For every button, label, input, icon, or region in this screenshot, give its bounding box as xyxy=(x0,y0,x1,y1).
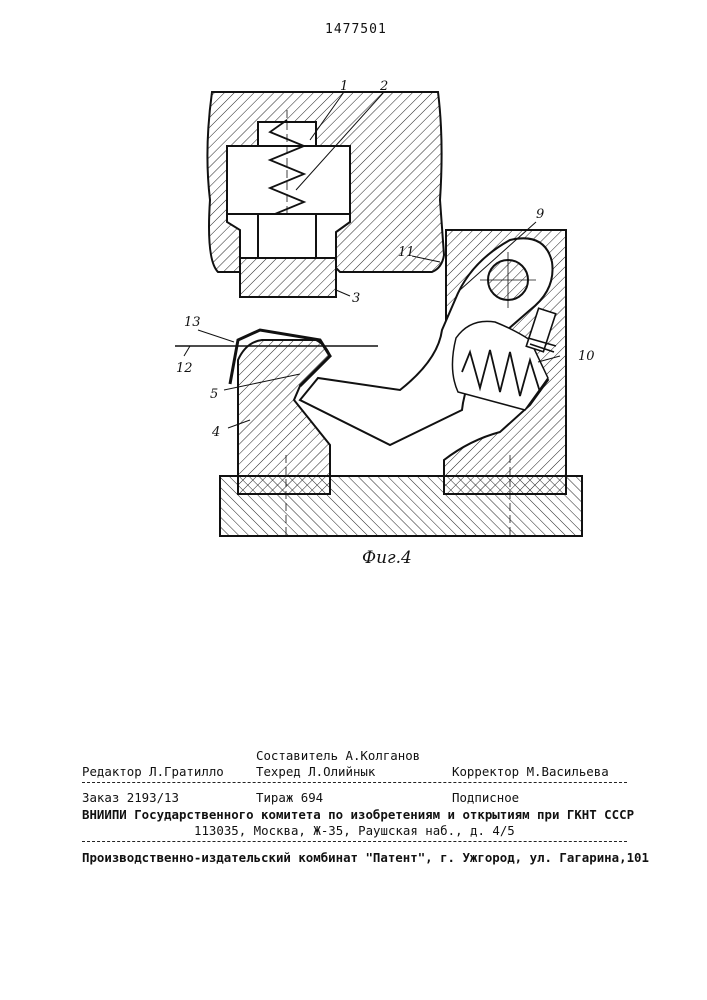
label-5: 5 xyxy=(210,387,218,402)
label-9: 9 xyxy=(536,207,544,222)
label-11: 11 xyxy=(398,245,415,260)
address: 113035, Москва, Ж-35, Раушская наб., д. … xyxy=(194,823,515,838)
technical-drawing: 1 2 3 4 5 9 10 11 12 13 xyxy=(0,0,707,600)
imprint-rule-1 xyxy=(82,782,627,783)
order-number: Заказ 2193/13 xyxy=(82,790,179,805)
label-12: 12 xyxy=(176,361,193,376)
compiler: Составитель А.Колганов xyxy=(256,748,420,763)
figure-caption: Фиг.4 xyxy=(362,548,412,568)
label-3: 3 xyxy=(352,291,360,306)
label-13: 13 xyxy=(184,315,201,330)
editor: Редактор Л.Гратилло xyxy=(82,764,224,779)
organization: ВНИИПИ Государственного комитета по изоб… xyxy=(82,807,634,822)
subscription: Подписное xyxy=(452,790,519,805)
label-2: 2 xyxy=(379,79,388,94)
label-10: 10 xyxy=(578,349,595,364)
corrector: Корректор М.Васильева xyxy=(452,764,609,779)
printer: Производственно-издательский комбинат "П… xyxy=(82,850,649,865)
label-4: 4 xyxy=(211,425,220,440)
die-4 xyxy=(238,340,330,494)
circulation: Тираж 694 xyxy=(256,790,323,805)
techeditor: Техред Л.Олийнык xyxy=(256,764,375,779)
label-1: 1 xyxy=(340,79,348,94)
imprint-rule-2 xyxy=(82,841,627,842)
